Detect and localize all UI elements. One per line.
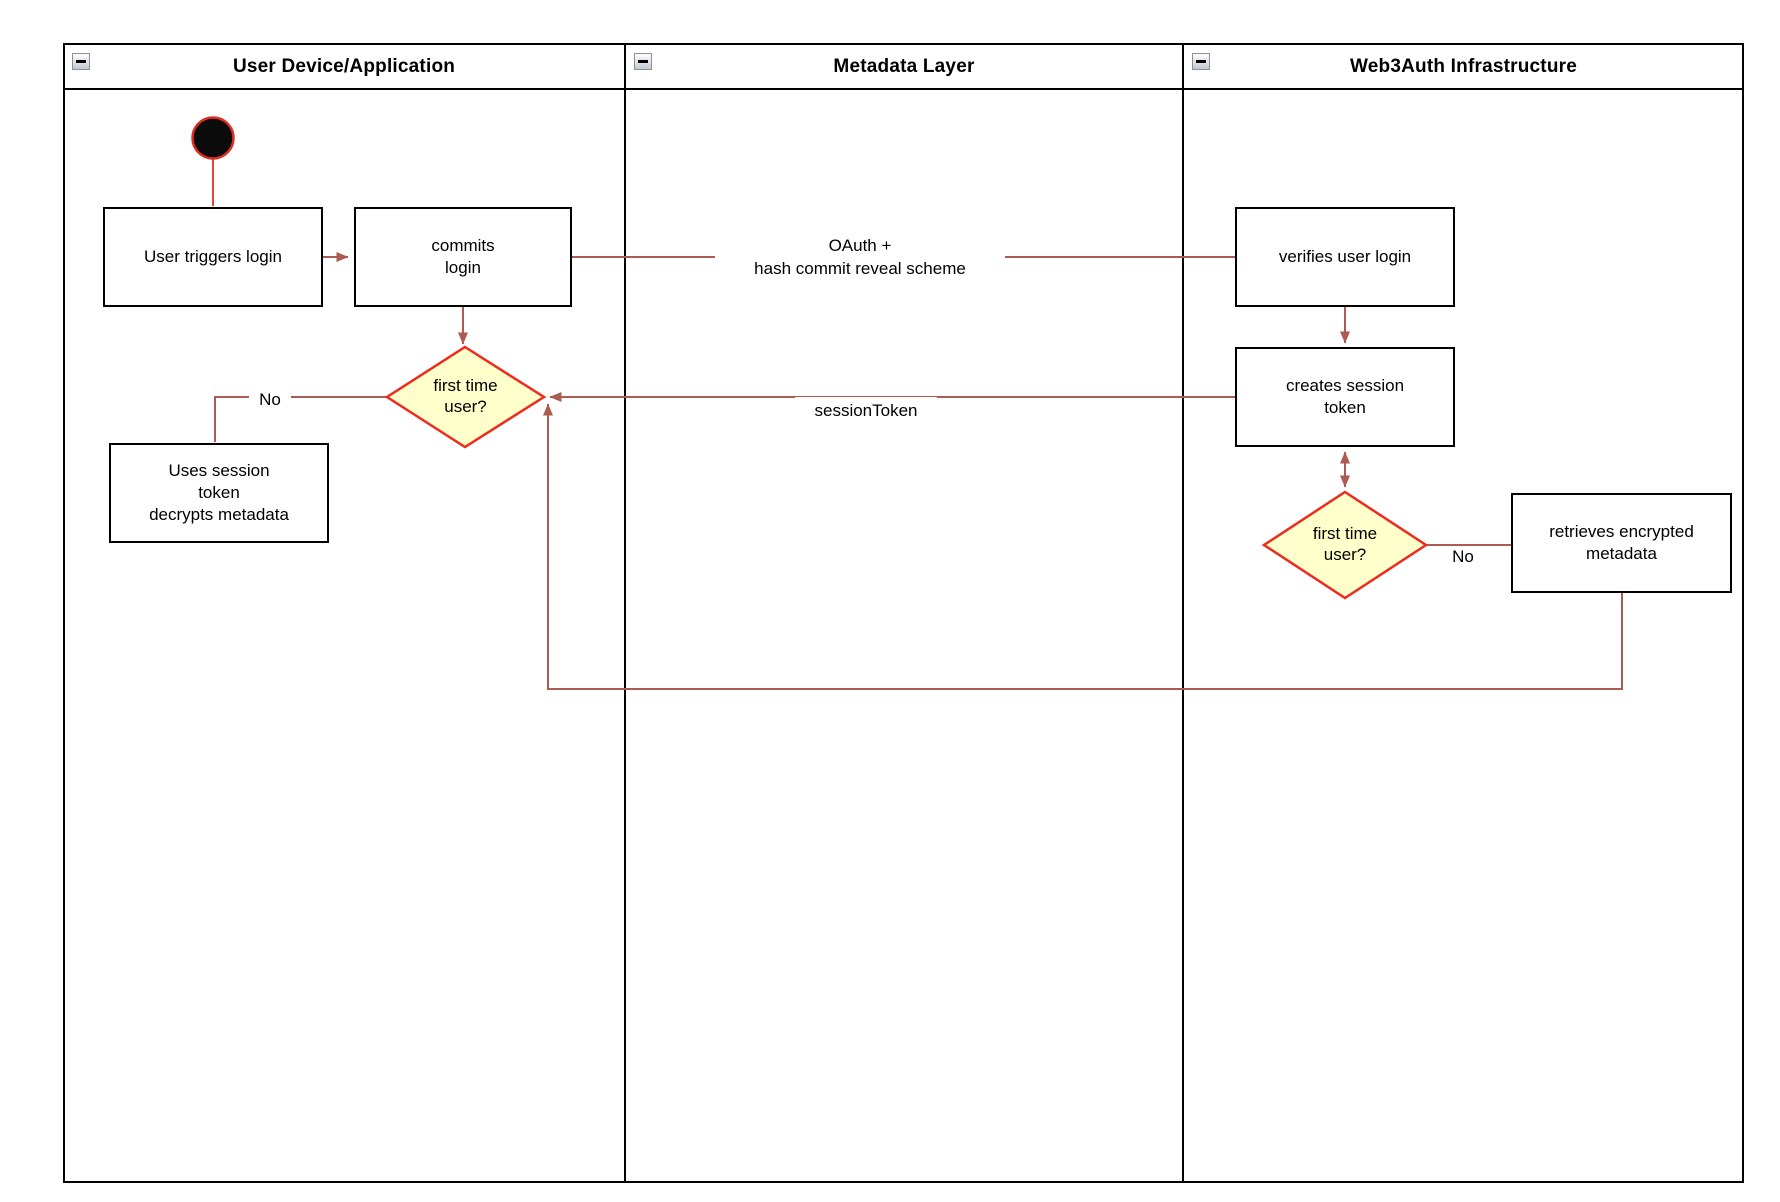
decision-label-user-device: first time user?	[433, 376, 498, 416]
node-label: verifies user login	[1278, 247, 1412, 266]
node-label: User triggers login	[144, 247, 282, 266]
decision-diamond-web3auth[interactable]	[1261, 490, 1429, 600]
collapse-icon[interactable]	[1192, 53, 1210, 70]
lane-header-user-device[interactable]: User Device/Application	[63, 43, 625, 90]
initial-state-node[interactable]	[191, 116, 235, 160]
node-retrieves-encrypted-metadata[interactable]: retrieves encrypted metadata	[1511, 493, 1732, 593]
minus-icon	[76, 60, 86, 63]
node-commits-login[interactable]: commits login	[354, 207, 572, 307]
collapse-icon[interactable]	[72, 53, 90, 70]
edge-label-sessiontoken[interactable]: sessionToken	[795, 397, 937, 422]
edge-label-oauth[interactable]: OAuth + hash commit reveal scheme	[715, 234, 1005, 280]
lane-divider-2	[1182, 43, 1184, 1183]
header-underline	[63, 88, 1744, 90]
node-creates-session-token[interactable]: creates session token	[1235, 347, 1455, 447]
lane-title: Web3Auth Infrastructure	[1350, 55, 1577, 77]
minus-icon	[1196, 60, 1206, 63]
lane-header-web3auth[interactable]: Web3Auth Infrastructure	[1183, 43, 1744, 90]
swimlane-frame	[63, 43, 1744, 1183]
decision-label-web3auth: first time user?	[1312, 524, 1378, 564]
node-label: creates session token	[1285, 376, 1405, 417]
node-uses-session-token[interactable]: Uses session token decrypts metadata	[109, 443, 329, 543]
minus-icon	[638, 60, 648, 63]
node-user-triggers-login[interactable]: User triggers login	[103, 207, 323, 307]
node-verifies-user-login[interactable]: verifies user login	[1235, 207, 1455, 307]
collapse-icon[interactable]	[634, 53, 652, 70]
lane-title: Metadata Layer	[833, 55, 975, 77]
node-label: retrieves encrypted metadata	[1549, 522, 1694, 563]
edge-label-no-user-device[interactable]: No	[249, 389, 291, 410]
edge-decision-no-to-uses-session[interactable]	[214, 396, 387, 442]
edge-retrieves-loop-to-decision[interactable]	[543, 403, 1623, 690]
decision-diamond-user-device[interactable]	[384, 345, 547, 449]
lane-divider-1	[624, 43, 626, 1183]
lane-title: User Device/Application	[232, 55, 456, 77]
node-label: commits login	[431, 236, 495, 277]
edge-label-no-web3auth[interactable]: No	[1442, 546, 1484, 567]
lane-header-metadata-layer[interactable]: Metadata Layer	[625, 43, 1183, 90]
node-label: Uses session token decrypts metadata	[149, 461, 289, 524]
